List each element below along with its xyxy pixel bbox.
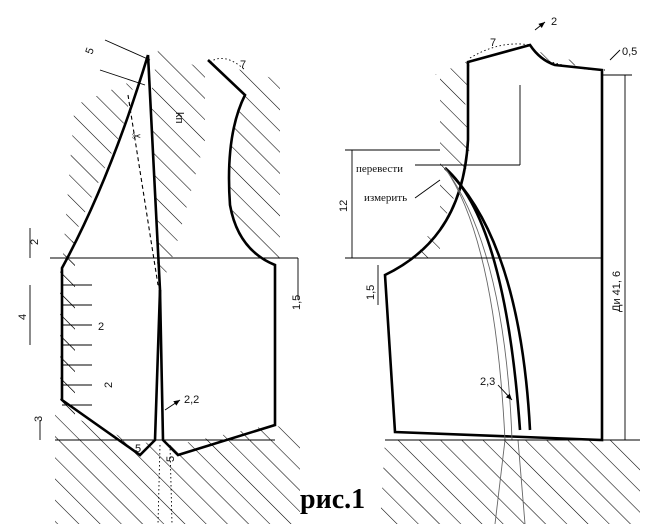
back-shoulder-dots	[544, 59, 606, 71]
back-hatch-bottom	[380, 440, 640, 524]
back-guide-a	[444, 167, 506, 441]
label-front-neck-5: 5	[84, 46, 97, 56]
label-front-4: 4	[17, 314, 29, 320]
label-front-armhole-1-5: 1,5	[291, 295, 303, 310]
front-hatch-armhole	[210, 62, 280, 262]
front-dart-ext-b	[169, 444, 173, 524]
label-translate: перевести	[356, 163, 403, 175]
scissors-icon: ✂	[132, 131, 141, 143]
label-front-shoulder-7: 7	[240, 59, 246, 71]
figure-caption: рис.1	[300, 484, 365, 515]
label-front-2-mid: 2	[98, 321, 104, 333]
front-piece: ✂ 5 kп 7 2 4 2	[17, 39, 303, 524]
label-grain-kp: kп	[173, 112, 185, 124]
label-front-2-2: 2,2	[184, 394, 199, 406]
label-measure: измерить	[364, 192, 407, 204]
label-front-2-low: 2	[103, 382, 115, 388]
label-front-5-right: 5	[165, 456, 177, 462]
label-front-5-left: 5	[135, 443, 141, 455]
label-back-shoulder-7: 7	[490, 37, 496, 49]
label-back-2-3: 2,3	[480, 376, 495, 388]
label-front-2-top: 2	[29, 239, 41, 245]
back-guide-ext-b	[517, 439, 526, 524]
front-right-outline	[158, 59, 277, 457]
dim-front-neck-2	[99, 69, 146, 86]
back-guide-b	[444, 167, 513, 441]
label-back-12: 12	[338, 200, 350, 212]
back-piece: 2 7 0,5 перевести измерить 12 1,5 2,3 Ди…	[338, 16, 640, 524]
back-hatch-left	[420, 60, 470, 258]
label-back-length: Ди 41, 6	[611, 271, 623, 312]
dim-front-neck	[104, 39, 151, 61]
front-hatch-left-band	[62, 100, 75, 420]
pointer-measure	[414, 179, 441, 199]
front-hatch-center	[150, 50, 205, 290]
back-guide-ext-a	[494, 439, 506, 524]
dim-back-0-5	[609, 49, 621, 61]
front-dart-ext-a	[157, 444, 161, 524]
label-back-neck-2: 2	[551, 16, 557, 28]
back-side-seam-b	[444, 167, 532, 431]
front-hatch-bottom	[55, 410, 300, 524]
label-front-3: 3	[33, 416, 45, 422]
label-back-0-5: 0,5	[622, 46, 637, 58]
dim-back-2-3	[497, 384, 513, 401]
dim-front-2-2	[164, 399, 181, 411]
dim-back-neck-2	[534, 21, 546, 31]
front-button-ticks	[62, 284, 92, 406]
back-hatch-shoulder	[540, 52, 605, 75]
front-shoulder-dots	[209, 57, 246, 71]
label-back-1-5: 1,5	[365, 285, 377, 300]
back-neck-dots	[469, 43, 531, 59]
front-left-outline	[60, 54, 162, 457]
